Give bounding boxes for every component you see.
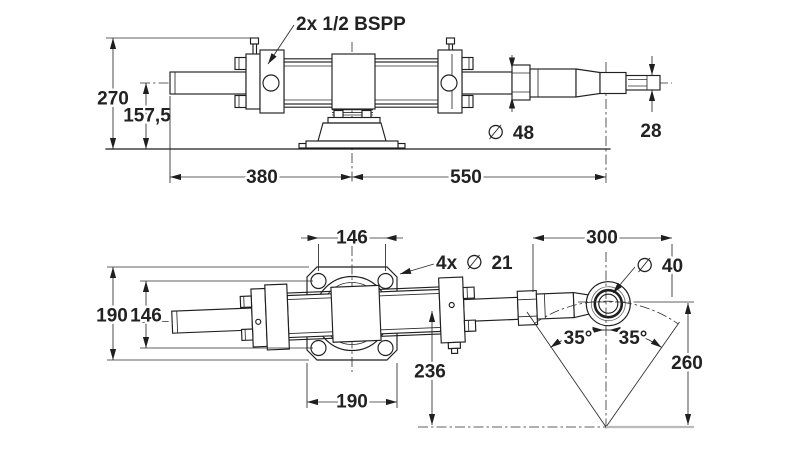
end-cap-left-plan — [239, 283, 290, 351]
bleed-nipple-right — [445, 37, 456, 45]
label-40: 40 — [662, 256, 683, 277]
dim-flange-height: 190 — [94, 266, 309, 361]
eye-bore — [598, 293, 619, 314]
threaded-rod-end — [625, 74, 661, 91]
dim-text-157-5: 157,5 — [123, 106, 171, 127]
swing-arc — [533, 300, 679, 325]
dim-text-270: 270 — [97, 89, 129, 110]
bleed-screw — [447, 341, 462, 350]
dim-axis-to-transom: 236 — [412, 311, 448, 425]
piston-rod-left-plan — [171, 307, 254, 334]
dim-text-236: 236 — [414, 362, 446, 383]
dim-text-190-left: 190 — [96, 306, 128, 327]
dim-rod-end-diameter: 28 — [638, 56, 664, 145]
side-view: 270 157,5 380 550 ∅ 48 28 — [95, 12, 672, 191]
dim-sleeve-diameter: ∅ 48 — [485, 55, 537, 147]
plan-view: 35° 35° 146 300 4x ∅ 21 — [94, 225, 705, 430]
dim-travel: 300 — [532, 225, 673, 297]
dim-text-146-left: 146 — [130, 306, 162, 327]
dim-text-550: 550 — [450, 167, 482, 188]
dim-flange-width: 190 — [306, 363, 398, 415]
cylinder-assembly-plan — [140, 276, 631, 355]
piston-rod-left — [169, 71, 247, 95]
dim-text-380: 380 — [246, 167, 278, 188]
center-mount-block-plan — [330, 284, 382, 343]
hydraulic-port-left — [262, 74, 280, 92]
tie-rod-nut — [234, 56, 247, 71]
piston-rod-right-plan — [462, 296, 519, 323]
svg-text:∅ 40: ∅ 40 — [636, 253, 683, 277]
sleeve — [529, 68, 577, 98]
center-mount-block — [331, 53, 376, 110]
angle-dim-arc — [550, 329, 662, 348]
swing-limit-right — [605, 321, 680, 428]
label-text-bspp: 2x 1/2 BSPP — [296, 14, 406, 35]
lock-nut-plan — [516, 289, 539, 326]
dim-text-260: 260 — [671, 353, 703, 374]
lock-nut — [511, 64, 531, 101]
flange-hole — [310, 272, 327, 290]
svg-text:4x ∅ 21: 4x ∅ 21 — [436, 250, 513, 274]
dim-lengths: 380 550 — [169, 96, 606, 191]
diameter-symbol: ∅ — [466, 250, 483, 274]
ports-label: 2x 1/2 BSPP — [267, 12, 409, 65]
tie-rod-nut — [461, 94, 474, 109]
sleeve-plan — [535, 292, 575, 320]
eye-diameter-label: ∅ 40 — [612, 251, 686, 294]
end-cap-left — [234, 37, 285, 114]
dim-hole-pitch-side: 146 — [128, 280, 313, 349]
hydraulic-port-right — [440, 74, 458, 92]
swing-geometry: 35° 35° — [526, 300, 680, 428]
dim-text-28: 28 — [640, 121, 661, 142]
dim-axis-height: 157,5 — [121, 83, 174, 149]
swing-limit-left — [526, 311, 607, 428]
dim-swing-height: 260 — [669, 303, 705, 425]
dim-overall-height: 270 — [95, 37, 256, 149]
end-cap-right — [437, 37, 474, 114]
dim-text-300: 300 — [586, 228, 618, 249]
rod-end-assembly-side — [511, 64, 661, 101]
svg-text:∅ 48: ∅ 48 — [487, 120, 534, 144]
angle-text-left: 35° — [564, 328, 593, 349]
rod-end-eye — [585, 281, 631, 327]
dim-text-48: 48 — [513, 123, 534, 144]
dim-text-146-top: 146 — [336, 228, 368, 249]
diameter-symbol: ∅ — [636, 253, 653, 277]
dim-text-190-bottom: 190 — [336, 392, 368, 413]
flange-hole — [310, 339, 327, 357]
end-cap-right-plan — [438, 276, 477, 355]
angle-text-right: 35° — [619, 328, 648, 349]
label-4x: 4x — [436, 253, 458, 274]
bleed-nipple-left — [249, 37, 260, 45]
flange-holes-label: 4x ∅ 21 — [399, 248, 516, 277]
flange-hole — [377, 339, 394, 357]
tie-rod-nut — [234, 94, 247, 109]
flange-hole — [377, 272, 394, 290]
pedestal-mount — [298, 109, 406, 149]
label-21: 21 — [491, 253, 513, 274]
piston-rod-right — [461, 71, 513, 95]
diameter-symbol: ∅ — [487, 120, 504, 144]
tie-rod-nut — [461, 56, 474, 71]
dim-hole-pitch-top: 146 — [301, 225, 403, 271]
